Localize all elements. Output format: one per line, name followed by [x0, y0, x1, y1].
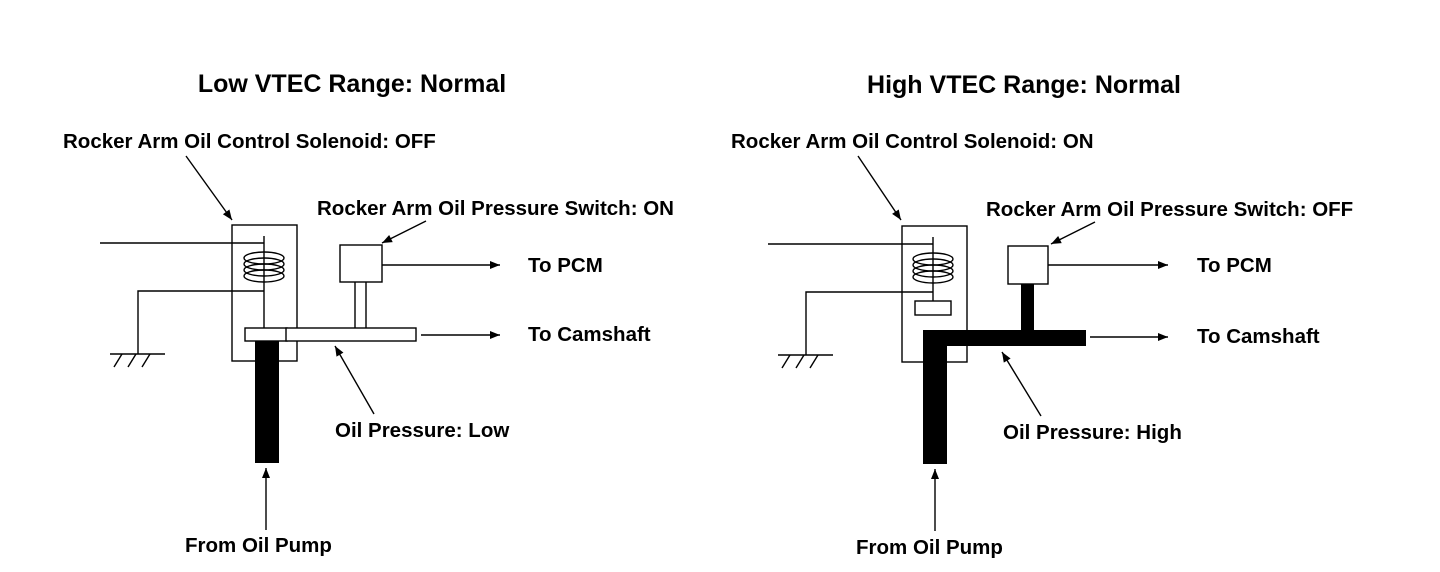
- ground-icon: [110, 353, 165, 368]
- oil-pressure-pointer-arrow: [1001, 351, 1042, 417]
- to-camshaft-label: To Camshaft: [528, 323, 651, 346]
- spool-valve: [244, 327, 288, 342]
- switch-pointer-arrow: [1050, 221, 1096, 245]
- panel-low-vtec: Low VTEC Range: Normal Rocker Arm Oil Co…: [63, 70, 674, 557]
- switch-pointer-arrow: [381, 220, 427, 244]
- ground-wire: [137, 290, 264, 354]
- spool-valve: [914, 300, 952, 316]
- to-pcm-label: To PCM: [528, 254, 603, 277]
- to-camshaft-label: To Camshaft: [1197, 325, 1320, 348]
- ground-wire: [805, 291, 933, 355]
- switch-label: Rocker Arm Oil Pressure Switch: ON: [317, 197, 674, 220]
- oil-passage-high: [923, 330, 1086, 464]
- solenoid-label: Rocker Arm Oil Control Solenoid: OFF: [63, 130, 436, 153]
- solenoid-label: Rocker Arm Oil Control Solenoid: ON: [731, 130, 1094, 153]
- pressure-switch: [1007, 245, 1049, 285]
- switch-label: Rocker Arm Oil Pressure Switch: OFF: [986, 198, 1353, 221]
- to-pcm-label: To PCM: [1197, 254, 1272, 277]
- pressure-switch: [339, 244, 383, 283]
- oil-passage-low: [285, 327, 417, 342]
- switch-stem-pressurized: [1021, 284, 1034, 330]
- solenoid-pointer-arrow: [857, 155, 902, 221]
- solenoid-pointer-arrow: [185, 155, 233, 221]
- panel-high-vtec: High VTEC Range: Normal Rocker Arm Oil C…: [731, 71, 1353, 559]
- ground-icon: [778, 354, 833, 369]
- from-pump-label: From Oil Pump: [856, 536, 1003, 559]
- oil-pressure-label: Oil Pressure: Low: [335, 419, 509, 442]
- oil-pressure-label: Oil Pressure: High: [1003, 421, 1182, 444]
- panel-title: Low VTEC Range: Normal: [198, 70, 506, 98]
- oil-pressure-pointer-arrow: [334, 345, 375, 415]
- from-pump-label: From Oil Pump: [185, 534, 332, 557]
- pump-inlet-passage: [255, 341, 279, 463]
- panel-title: High VTEC Range: Normal: [867, 71, 1181, 99]
